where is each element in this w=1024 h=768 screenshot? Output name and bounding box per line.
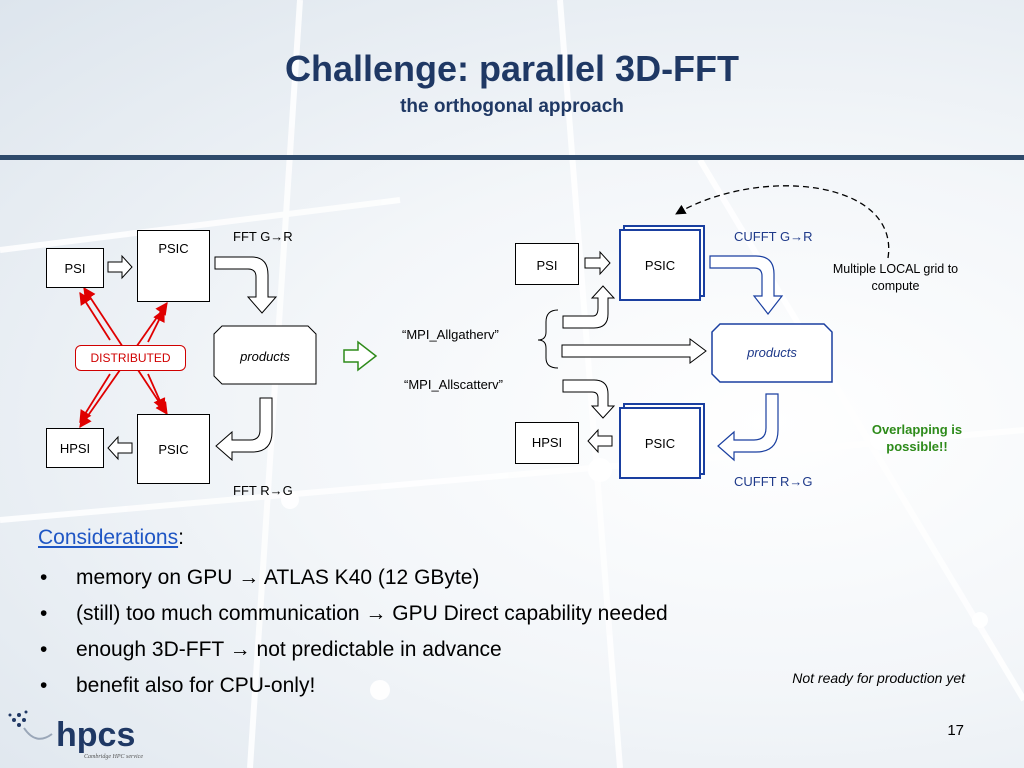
block-arrow-psi-to-psic-right bbox=[584, 250, 611, 276]
considerations-list: • memory on GPU → ATLAS K40 (12 GByte) • (… bbox=[38, 562, 668, 706]
fft-gr-label: FFT G→R bbox=[233, 229, 293, 244]
distributed-badge: DISTRIBUTED bbox=[75, 345, 186, 371]
logo-text: hpcs bbox=[56, 716, 135, 754]
hpcs-logo: hpcs Cambridge HPC service bbox=[8, 710, 143, 760]
hpsi-label: HPSI bbox=[531, 435, 563, 450]
psi-label: PSI bbox=[64, 260, 86, 276]
hpsi-box-left: HPSI bbox=[46, 428, 104, 468]
bullet-text: benefit also for CPU-only! bbox=[76, 674, 316, 697]
bullet-icon: • bbox=[40, 602, 48, 625]
transition-arrow bbox=[343, 340, 378, 372]
bullet-text: (still) too much communication → GPU Dir… bbox=[76, 602, 668, 625]
psi-box-right: PSI bbox=[515, 243, 579, 285]
dashed-feedback-arrow bbox=[675, 185, 890, 259]
considerations-colon: : bbox=[178, 526, 184, 549]
production-note: Not ready for production yet bbox=[792, 670, 965, 686]
list-item: • (still) too much communication → GPU Di… bbox=[38, 598, 668, 634]
logo-tagline: Cambridge HPC service bbox=[84, 754, 143, 760]
list-item: • memory on GPU → ATLAS K40 (12 GByte) bbox=[38, 562, 668, 598]
bullet-text: enough 3D-FFT → not predictable in advan… bbox=[76, 638, 502, 661]
mpi-allscatterv-label: “MPI_Allscatterv” bbox=[404, 377, 503, 392]
block-arrow-psi-to-psic bbox=[107, 254, 133, 280]
bullet-icon: • bbox=[40, 674, 48, 697]
bullet-icon: • bbox=[40, 638, 48, 661]
bullet-icon: • bbox=[40, 566, 48, 589]
fft-rg-label: FFT R→G bbox=[233, 483, 293, 498]
bullet-text: memory on GPU → ATLAS K40 (12 GByte) bbox=[76, 566, 480, 589]
multiple-local-grid-note: Multiple LOCAL grid to compute bbox=[832, 262, 959, 293]
slide-title: Challenge: parallel 3D-FFT bbox=[284, 48, 740, 89]
psic-top-label-right: PSIC bbox=[644, 258, 676, 273]
psic-bottom-label-right: PSIC bbox=[644, 436, 676, 451]
curved-arrow-fft-rg bbox=[215, 397, 273, 462]
mpi-brace bbox=[537, 309, 559, 369]
block-arrow-psic-to-hpsi-right bbox=[587, 428, 613, 454]
cufft-rg-label: CUFFT R→G bbox=[734, 474, 813, 489]
hpsi-label: HPSI bbox=[59, 440, 91, 456]
list-item: • benefit also for CPU-only! bbox=[38, 670, 668, 706]
hpsi-box-right: HPSI bbox=[515, 422, 579, 464]
psic-label: PSIC bbox=[158, 241, 189, 256]
title-divider bbox=[0, 155, 1024, 160]
page-number: 17 bbox=[947, 722, 964, 739]
bent-arrow-down-to-psic bbox=[562, 379, 616, 419]
considerations-heading: Considerations: bbox=[38, 526, 184, 550]
mpi-allgatherv-label: “MPI_Allgatherv” bbox=[402, 327, 499, 342]
psic-top-box-left: PSIC bbox=[137, 230, 210, 302]
curved-arrow-cufft-rg bbox=[717, 393, 779, 462]
products-shape-right bbox=[711, 323, 833, 383]
block-arrow-psic-to-hpsi bbox=[107, 435, 133, 461]
psi-box-left: PSI bbox=[46, 248, 104, 288]
psic-label: PSIC bbox=[158, 441, 189, 457]
overlapping-note: Overlapping is possible!! bbox=[871, 422, 963, 454]
products-label-right: products bbox=[747, 345, 797, 360]
products-shape-left bbox=[213, 325, 317, 385]
long-arrow-to-products bbox=[561, 338, 707, 364]
psi-label: PSI bbox=[536, 258, 558, 273]
list-item: • enough 3D-FFT → not predictable in adva… bbox=[38, 634, 668, 670]
psic-bottom-box-left: PSIC bbox=[137, 414, 210, 484]
curved-arrow-cufft-gr bbox=[709, 255, 784, 315]
cufft-gr-label: CUFFT G→R bbox=[734, 229, 813, 244]
curved-arrow-fft-gr bbox=[214, 256, 278, 314]
considerations-link[interactable]: Considerations bbox=[38, 526, 179, 549]
slide-subtitle: the orthogonal approach bbox=[400, 96, 624, 117]
products-label-left: products bbox=[240, 349, 290, 364]
bent-arrow-up-to-psic bbox=[562, 285, 616, 329]
